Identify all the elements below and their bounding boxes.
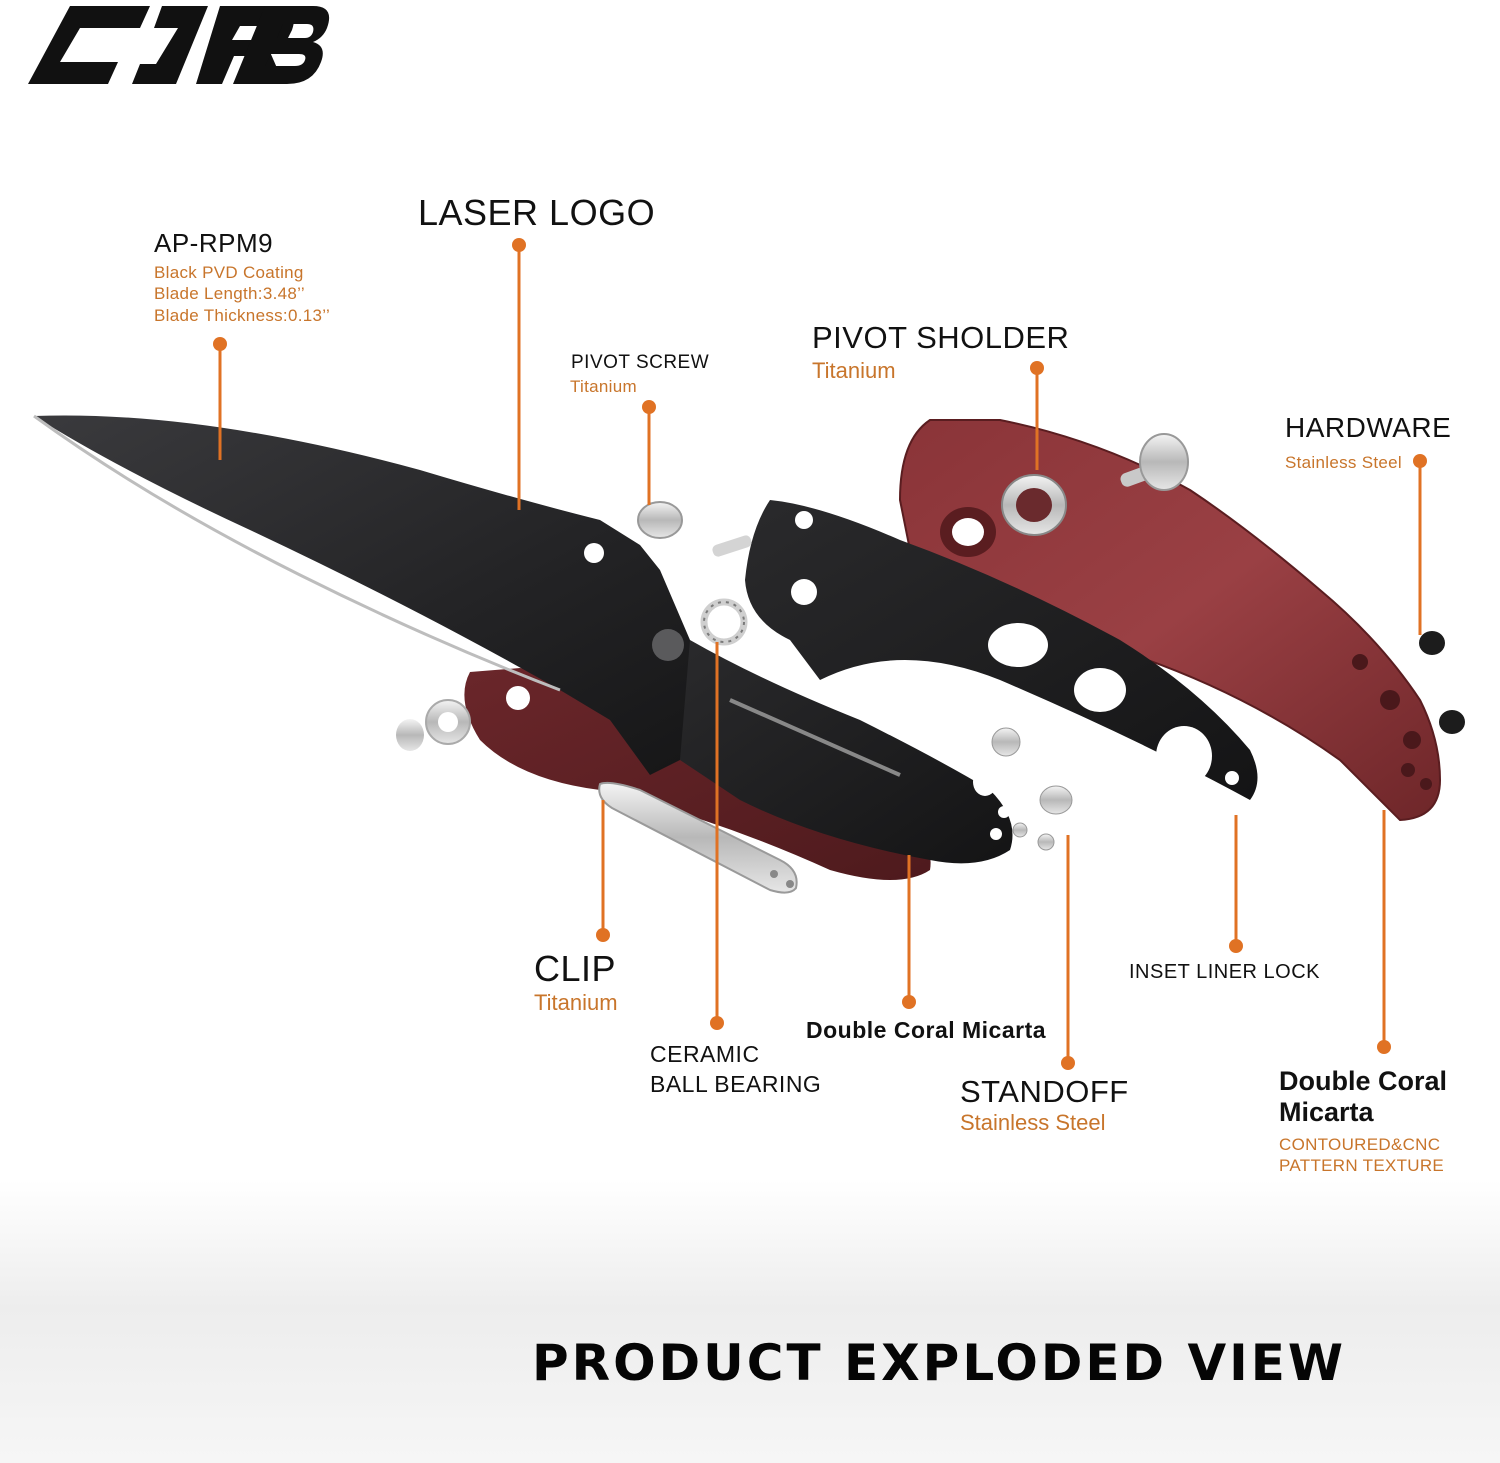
outer-micarta-title-line1: Double Coral [1279, 1066, 1448, 1096]
handle-screw-left [396, 699, 471, 751]
clip-title: CLIP [534, 948, 617, 989]
pivot-screw [637, 501, 752, 557]
outer-micarta-note-line2: PATTERN TEXTURE [1279, 1156, 1445, 1175]
presentation-liner [680, 640, 1013, 864]
footer-title: PRODUCT EXPLODED VIEW [532, 1334, 1347, 1392]
bottom-gradient [0, 1180, 1500, 1463]
brand-logo [28, 6, 330, 84]
outer-micarta-note-line1: CONTOURED&CNC [1279, 1135, 1441, 1154]
ceramic-ball-bearing [700, 598, 748, 646]
inset-liner-lock [745, 500, 1258, 814]
laser-logo-title: LASER LOGO [418, 192, 656, 233]
standoffs [991, 727, 1073, 851]
pivot-sholder-washer [1001, 474, 1067, 536]
standoff-title: STANDOFF [960, 1074, 1129, 1109]
ceramic-bearing-title-line2: BALL BEARING [650, 1071, 822, 1097]
pivot-screw-top [1120, 433, 1189, 491]
inner-micarta-title: Double Coral Micarta [806, 1017, 1047, 1043]
blade-spec-length: Blade Length:3.48’’ [154, 284, 305, 303]
ceramic-bearing-title-line1: CERAMIC [650, 1041, 760, 1067]
hardware-material: Stainless Steel [1285, 453, 1402, 472]
blade-title: AP-RPM9 [154, 228, 274, 258]
pivot-screw-title: PIVOT SCREW [571, 352, 710, 373]
hardware-screws [1419, 631, 1465, 734]
pivot-screw-material: Titanium [570, 377, 637, 396]
pocket-clip [598, 781, 798, 894]
standoff-material: Stainless Steel [960, 1110, 1106, 1135]
blade [33, 414, 700, 775]
hardware-title: HARDWARE [1285, 412, 1452, 443]
clip-material: Titanium [534, 990, 618, 1015]
pivot-sholder-title: PIVOT SHOLDER [812, 320, 1070, 355]
liner-lock-title: INSET LINER LOCK [1129, 961, 1321, 983]
outer-micarta-title-line2: Micarta [1279, 1097, 1374, 1127]
pivot-sholder-material: Titanium [812, 358, 896, 383]
blade-spec-thickness: Blade Thickness:0.13’’ [154, 306, 331, 325]
callout-lines [213, 238, 1427, 1070]
blade-spec-coating: Black PVD Coating [154, 263, 304, 282]
